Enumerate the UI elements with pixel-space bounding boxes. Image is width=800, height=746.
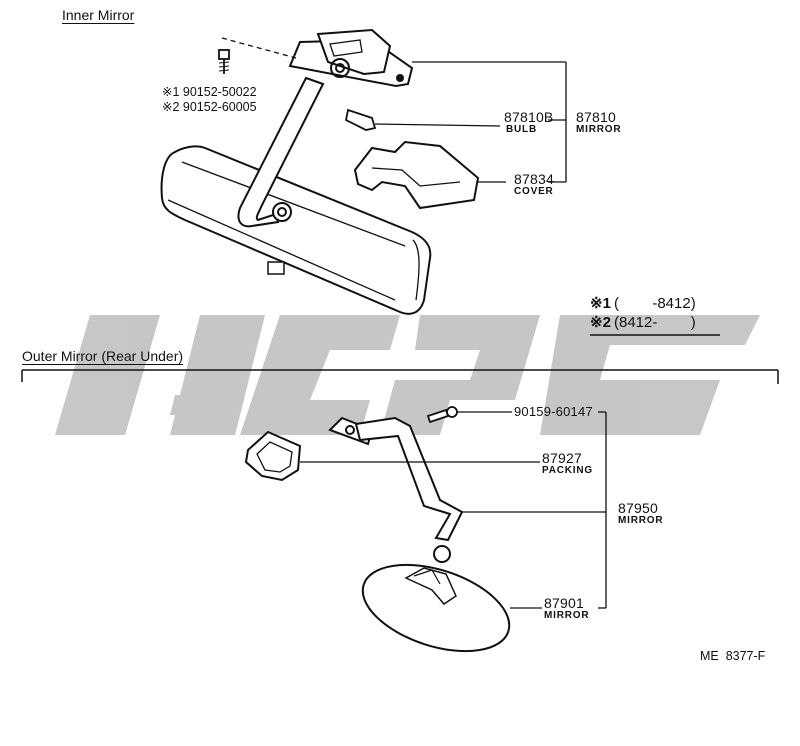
legend-row-2-mark: ※2: [590, 314, 611, 331]
legend-row-2-text: (8412- ): [614, 314, 696, 331]
inner-mirror-part-name: MIRROR: [576, 124, 622, 135]
outer-section-bracket: [21, 369, 779, 384]
inner-mirror-part-number: 87810: [576, 109, 616, 125]
bolt-part-number: 90159-60147: [514, 404, 593, 419]
legend-row-1-text: ( -8412): [614, 295, 696, 312]
outer-packing: [244, 430, 302, 482]
bulb-part-name: BULB: [506, 124, 537, 135]
inner-leaders: [412, 61, 567, 183]
outer-mirror-title: Outer Mirror (Rear Under): [22, 348, 184, 364]
inner-bulb: [344, 108, 501, 131]
mirror-head-part-name: MIRROR: [544, 610, 590, 621]
inner-cover: [353, 140, 480, 210]
cover-part-name: COVER: [514, 186, 554, 197]
packing-part-name: PACKING: [542, 465, 593, 476]
inner-mirror-title: Inner Mirror: [62, 7, 135, 23]
inner-mirror-stay: [237, 76, 325, 228]
outer-bolt: [426, 406, 512, 424]
screw-part-2: ※2 90152-60005: [162, 100, 257, 114]
inner-screw: [218, 37, 297, 74]
watermark-logo: [55, 315, 760, 435]
mirror-head-part-number: 87901: [544, 595, 584, 611]
bulb-part-number: 87810B: [504, 109, 554, 125]
outer-stay: [328, 416, 464, 563]
cover-part-number: 87834: [514, 171, 554, 187]
inner-mirror-body: [160, 145, 432, 315]
outer-mirror-head: [361, 563, 511, 653]
outer-mirror-assy-part-name: MIRROR: [618, 515, 664, 526]
outer-mirror-assy-part-number: 87950: [618, 500, 658, 516]
outer-leaders: [300, 411, 607, 609]
inner-mirror-bracket: [288, 28, 414, 88]
screw-part-1: ※1 90152-50022: [162, 85, 257, 99]
legend-row-1-mark: ※1: [590, 295, 611, 312]
packing-part-number: 87927: [542, 450, 582, 466]
diagram-code: ME 8377-F: [700, 649, 766, 663]
